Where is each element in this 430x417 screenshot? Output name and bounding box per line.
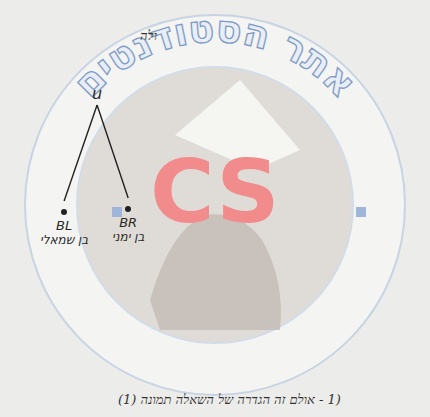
note-text: (1 - אולם זה הגדרה של השאלה תמונה (1) (118, 392, 341, 408)
tree-edge (64, 105, 97, 201)
tree-node: BLבן שמאלי (40, 203, 88, 247)
watermark-logo: CS (150, 140, 280, 243)
tree-edge (97, 105, 128, 198)
tree-dot (125, 206, 131, 212)
node-name: u (92, 84, 102, 103)
node-name: BL (40, 218, 88, 233)
stamp-square (356, 207, 366, 217)
stamp-photo (77, 67, 353, 343)
tree-node: BRבן ימני (112, 200, 144, 244)
node-caption: בן שמאלי (40, 233, 88, 247)
tree-dot (61, 209, 67, 215)
node-name: BR (112, 215, 144, 230)
tree-node: u (92, 84, 102, 103)
watermark-text: אתר הסטודנטים (65, 7, 365, 106)
note-text: ולה (140, 28, 157, 44)
node-caption: בן ימני (112, 230, 144, 244)
